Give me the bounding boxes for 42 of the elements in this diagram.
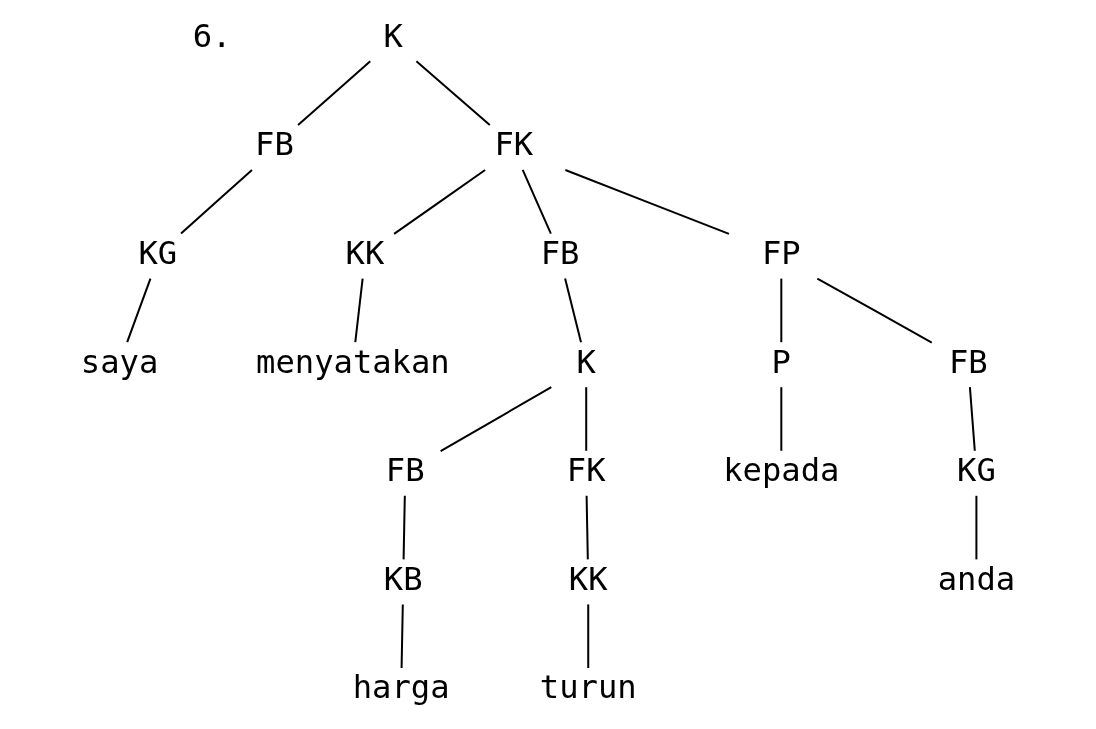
connector: [587, 603, 590, 668]
node-text: FP: [761, 233, 801, 272]
node-text: FK: [494, 124, 534, 163]
connector: [393, 168, 486, 235]
node-text: FB: [540, 233, 580, 272]
connector: [816, 277, 933, 343]
node-text: FK: [566, 450, 606, 489]
node-text: KK: [568, 559, 608, 598]
node-text: KK: [345, 233, 385, 272]
node-text: K: [383, 16, 403, 55]
node-text: menyatakan: [256, 342, 450, 381]
node-text: FB: [385, 450, 425, 489]
connector: [297, 60, 371, 126]
node-text: harga: [352, 667, 450, 706]
node-text: turun: [539, 667, 637, 706]
node-text: K: [576, 342, 596, 381]
connector: [354, 277, 364, 342]
connector: [415, 60, 491, 126]
node-text: kepada: [723, 450, 840, 489]
connector: [180, 168, 253, 234]
connector: [975, 495, 978, 559]
connector: [968, 386, 976, 451]
node-text: FB: [255, 124, 294, 163]
node-text: FB: [948, 342, 988, 381]
node-text: KB: [383, 559, 423, 598]
label: 6.: [192, 16, 232, 55]
node-text: saya: [80, 342, 159, 381]
connector: [521, 169, 552, 234]
connector: [126, 277, 152, 342]
node-text: anda: [937, 559, 1016, 598]
connector: [400, 603, 404, 668]
connector: [780, 278, 783, 342]
connector: [585, 386, 588, 451]
connector: [440, 385, 552, 452]
connector: [780, 386, 783, 451]
connector: [402, 495, 406, 559]
connector: [565, 168, 730, 235]
connector: [564, 277, 582, 342]
node-text: KG: [138, 233, 178, 272]
connector: [585, 495, 589, 559]
node-text: KG: [957, 450, 996, 489]
node-text: P: [771, 342, 791, 381]
